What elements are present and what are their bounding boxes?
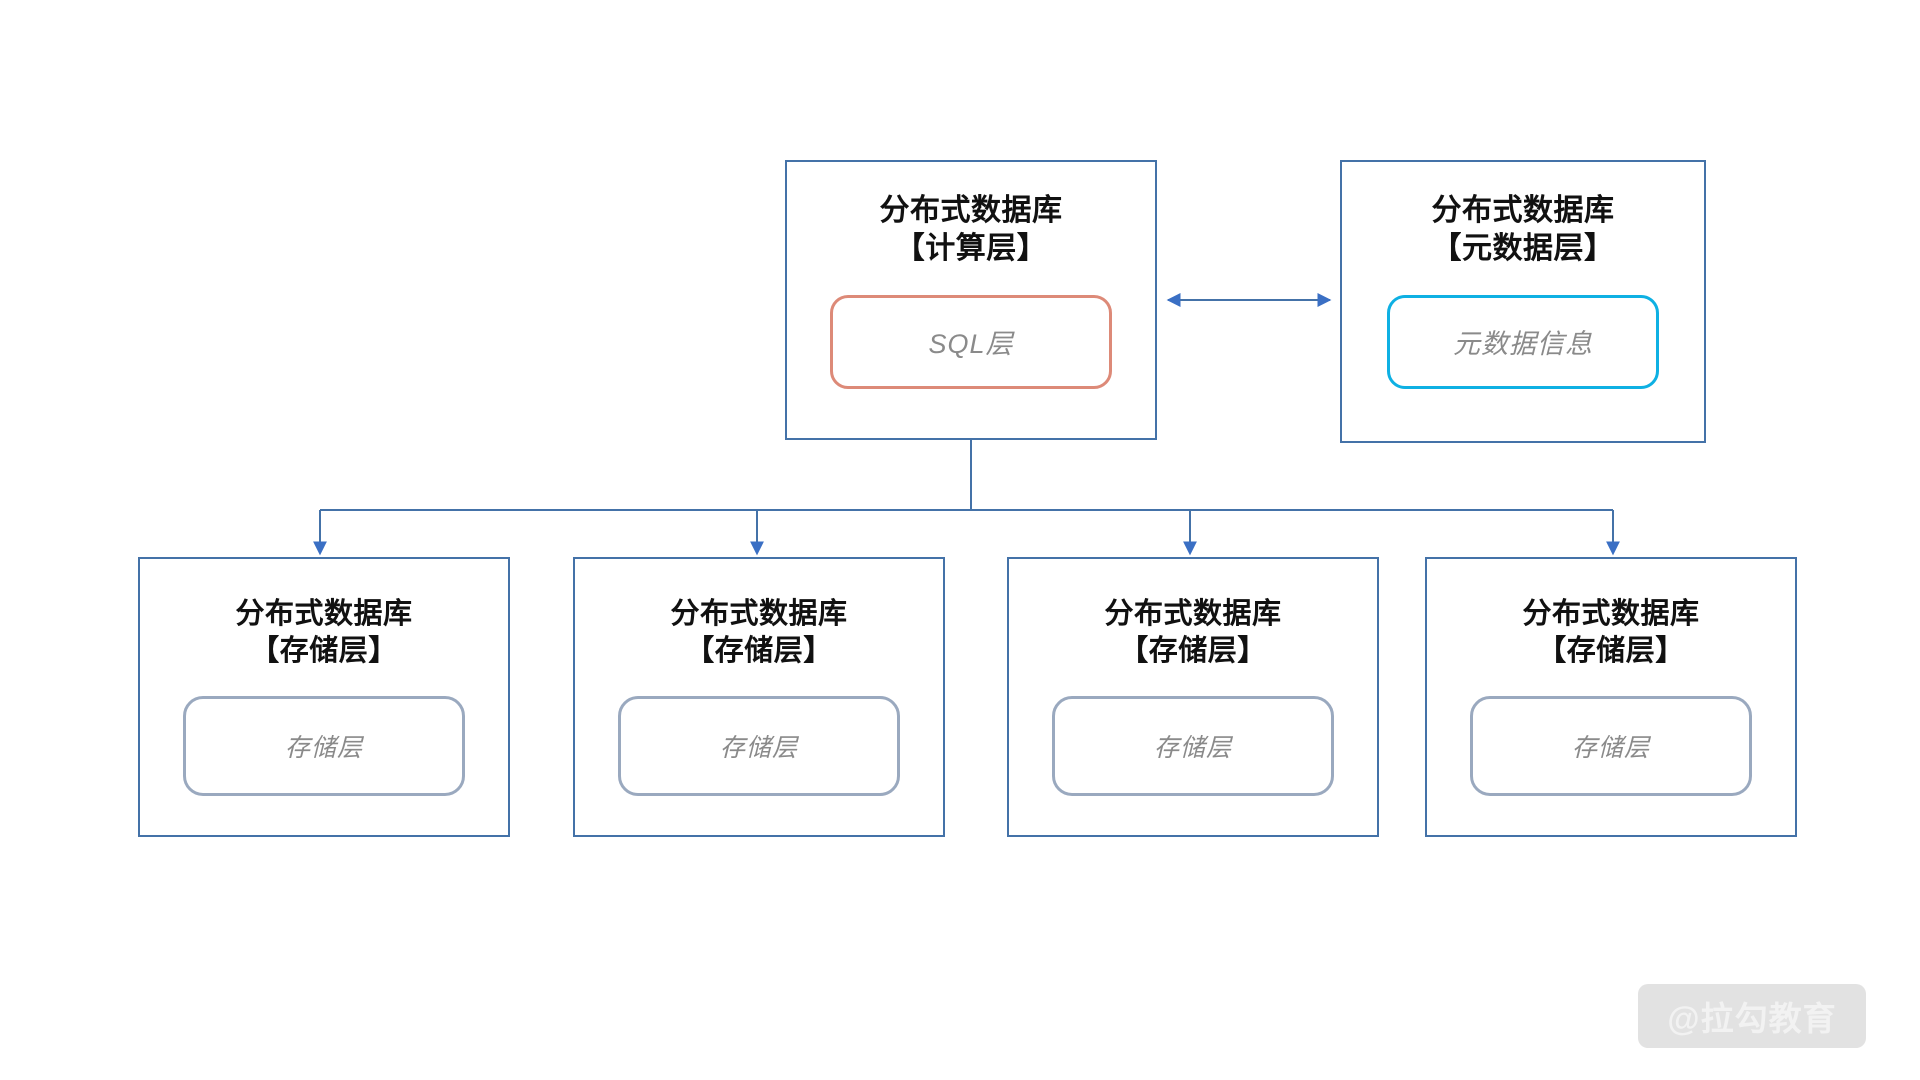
node-compute-layer-title: 分布式数据库 【计算层】: [879, 194, 1063, 266]
node-metadata-layer[interactable]: 分布式数据库 【元数据层】 元数据信息: [1340, 160, 1706, 443]
watermark: @拉勾教育: [1638, 984, 1866, 1048]
node-storage-layer-title: 分布式数据库 【存储层】: [1104, 598, 1282, 668]
chip-storage-layer[interactable]: 存储层: [618, 696, 900, 797]
chip-storage-layer[interactable]: 存储层: [1470, 696, 1752, 797]
chip-metadata-info[interactable]: 元数据信息: [1387, 294, 1659, 389]
node-metadata-layer-title: 分布式数据库 【元数据层】: [1431, 194, 1615, 266]
chip-sql-layer[interactable]: SQL层: [830, 294, 1112, 389]
chip-storage-layer[interactable]: 存储层: [1052, 696, 1334, 797]
node-storage-layer-title: 分布式数据库 【存储层】: [1522, 598, 1700, 668]
node-compute-layer[interactable]: 分布式数据库 【计算层】 SQL层: [785, 160, 1157, 440]
node-storage-layer[interactable]: 分布式数据库 【存储层】 存储层: [573, 557, 945, 837]
chip-storage-layer[interactable]: 存储层: [183, 696, 465, 797]
node-storage-layer[interactable]: 分布式数据库 【存储层】 存储层: [1007, 557, 1379, 837]
node-storage-layer-title: 分布式数据库 【存储层】: [235, 598, 413, 668]
node-storage-layer[interactable]: 分布式数据库 【存储层】 存储层: [1425, 557, 1797, 837]
node-storage-layer-title: 分布式数据库 【存储层】: [670, 598, 848, 668]
node-storage-layer[interactable]: 分布式数据库 【存储层】 存储层: [138, 557, 510, 837]
